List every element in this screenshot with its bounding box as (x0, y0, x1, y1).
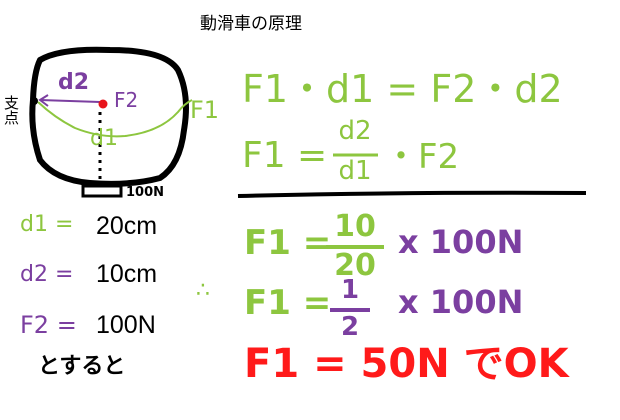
equation-2-denominator: d1 (338, 156, 372, 186)
result-equation: F1 = 50N でOK (244, 341, 569, 387)
equation-3-denominator: 20 (334, 248, 376, 283)
given-f2-label: F2 = (20, 311, 77, 339)
therefore-symbol: ∴ (196, 278, 210, 303)
page-title: 動滑車の原理 (200, 14, 302, 34)
equation-4-lhs: F1 = (244, 283, 332, 323)
pulley-wheel (29, 46, 189, 187)
d2-arrow (38, 94, 101, 107)
equation-3-lhs: F1 = (244, 223, 332, 263)
equation-4-rhs: x 100N (398, 283, 524, 321)
f1-label: F1 (190, 96, 220, 124)
equation-2-numerator: d2 (338, 116, 372, 146)
weight-box (81, 184, 123, 198)
equation-2-lhs: F1 = (242, 135, 328, 176)
equation-1: F1・d1 = F2・d2 (242, 70, 563, 108)
d1-label: d1 (90, 126, 118, 151)
separator-line (237, 190, 587, 198)
given-d2-label: d2 = (20, 262, 74, 287)
equation-3-numerator: 10 (334, 209, 376, 244)
equation-3-rhs: x 100N (398, 223, 524, 261)
given-d1-label: d1 = (20, 212, 74, 237)
given-suffix: とすると (38, 354, 126, 379)
rope (37, 99, 193, 138)
equation-4-denominator: 2 (340, 312, 360, 342)
fulcrum-dot (30, 97, 38, 105)
given-f2-value: 100N (96, 311, 156, 339)
f2-label: F2 (114, 88, 139, 112)
given-d2-value: 10cm (96, 260, 158, 288)
equation-4-numerator: 1 (340, 275, 360, 305)
d2-label: d2 (58, 70, 90, 95)
equation-1-text: F1・d1 = F2・d2 (242, 67, 563, 111)
equation-2-rhs: ・F2 (384, 137, 460, 177)
center-dot (98, 99, 108, 109)
weight-label: 100N (126, 185, 165, 200)
fulcrum-label: 支点 (2, 95, 20, 125)
given-d1-value: 20cm (96, 212, 158, 240)
